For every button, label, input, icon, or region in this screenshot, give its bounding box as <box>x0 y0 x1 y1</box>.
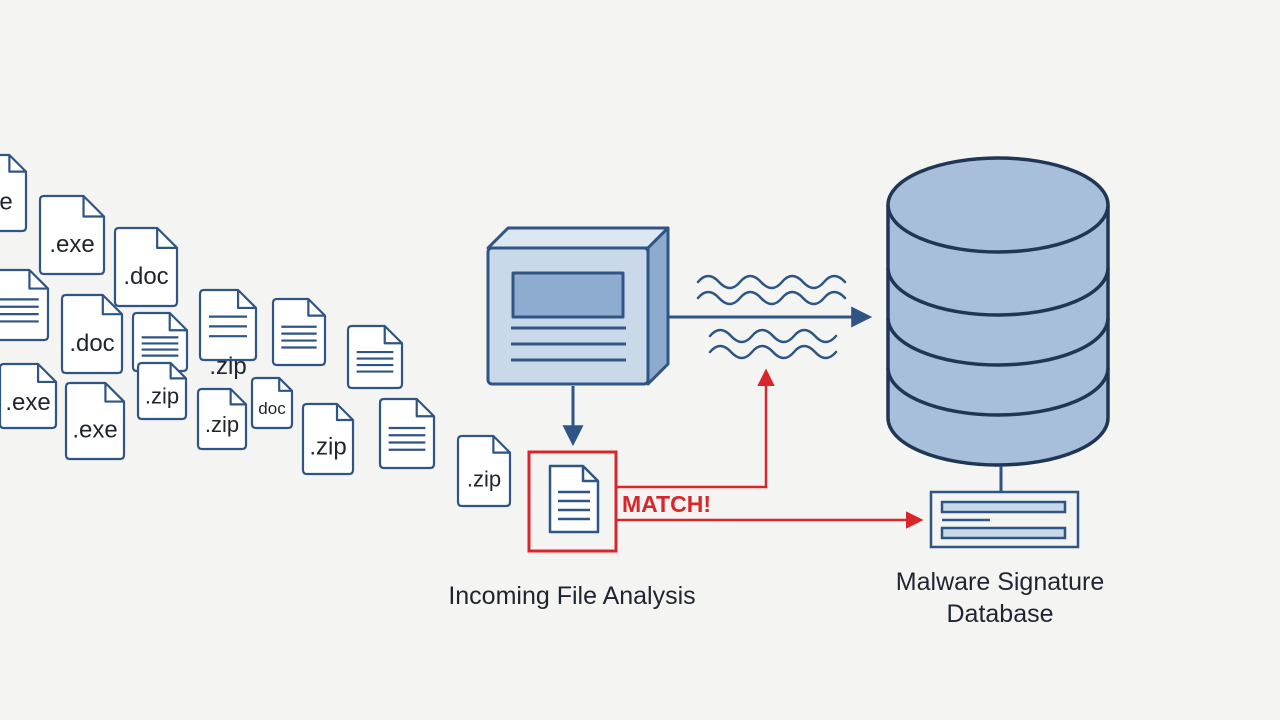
match-box <box>527 450 618 553</box>
file-extension-label: .doc <box>69 330 114 357</box>
incoming-file-14: doc <box>250 376 294 430</box>
file-icon <box>38 194 106 276</box>
incoming-file-5: .doc <box>60 293 124 375</box>
incoming-file-7: .zip <box>198 288 258 380</box>
scanner-box-icon <box>486 226 670 386</box>
file-extension-label: .zip <box>309 433 346 460</box>
incoming-file-3: .doc <box>113 226 179 308</box>
document-lines-icon <box>131 311 189 373</box>
analysis-caption: Incoming File Analysis <box>448 582 696 610</box>
file-icon <box>60 293 124 375</box>
data-stream-waves <box>696 274 847 360</box>
file-icon <box>0 362 58 430</box>
document-lines-icon <box>0 268 50 342</box>
incoming-file-10: .exe <box>0 362 58 430</box>
file-icon <box>113 226 179 308</box>
database-caption-line-1: Malware Signature <box>895 568 1105 596</box>
incoming-file-17: .zip <box>456 434 512 508</box>
incoming-file-13: .zip <box>196 387 248 451</box>
file-extension-label: .exe <box>49 231 94 258</box>
file-icon <box>456 434 512 508</box>
incoming-file-8 <box>271 297 327 367</box>
match-feedback-arrow <box>616 368 775 489</box>
document-lines-icon <box>548 464 600 534</box>
file-icon <box>64 381 126 461</box>
database-caption-line-2: Database <box>946 600 1054 628</box>
incoming-file-15: .zip <box>301 402 355 476</box>
file-extension-label: .zip <box>205 412 239 437</box>
file-extension-label: .zip <box>209 353 246 380</box>
document-lines-icon <box>346 324 404 390</box>
document-lines-icon <box>198 288 258 362</box>
database-icon <box>886 156 1110 467</box>
file-icon <box>0 153 28 233</box>
incoming-file-16 <box>378 397 436 470</box>
incoming-file-1: xe <box>0 153 28 233</box>
file-extension-label: .doc <box>123 263 168 290</box>
file-icon <box>196 387 248 451</box>
incoming-file-2: .exe <box>38 194 106 276</box>
file-extension-label: .zip <box>145 383 179 408</box>
file-icon <box>250 376 294 430</box>
database-caption: Malware Signature Database <box>860 566 1140 630</box>
file-extension-label: .exe <box>72 417 117 444</box>
incoming-file-12: .zip <box>136 361 188 421</box>
file-extension-label: .exe <box>5 389 50 416</box>
file-extension-label: doc <box>258 399 286 418</box>
incoming-file-6 <box>131 311 189 373</box>
match-label: MATCH! <box>622 491 711 517</box>
document-lines-icon <box>271 297 327 367</box>
incoming-files: xe .exe .doc .doc .zip .exe .exe .zip .zip doc .zi… <box>0 153 512 508</box>
incoming-file-4 <box>0 268 50 342</box>
incoming-file-11: .exe <box>64 381 126 461</box>
incoming-file-9 <box>346 324 404 390</box>
file-icon <box>301 402 355 476</box>
document-lines-icon <box>378 397 436 470</box>
signature-record-icon <box>929 490 1080 549</box>
file-extension-label: .zip <box>467 466 501 491</box>
file-extension-label: xe <box>0 189 13 216</box>
file-icon <box>136 361 188 421</box>
